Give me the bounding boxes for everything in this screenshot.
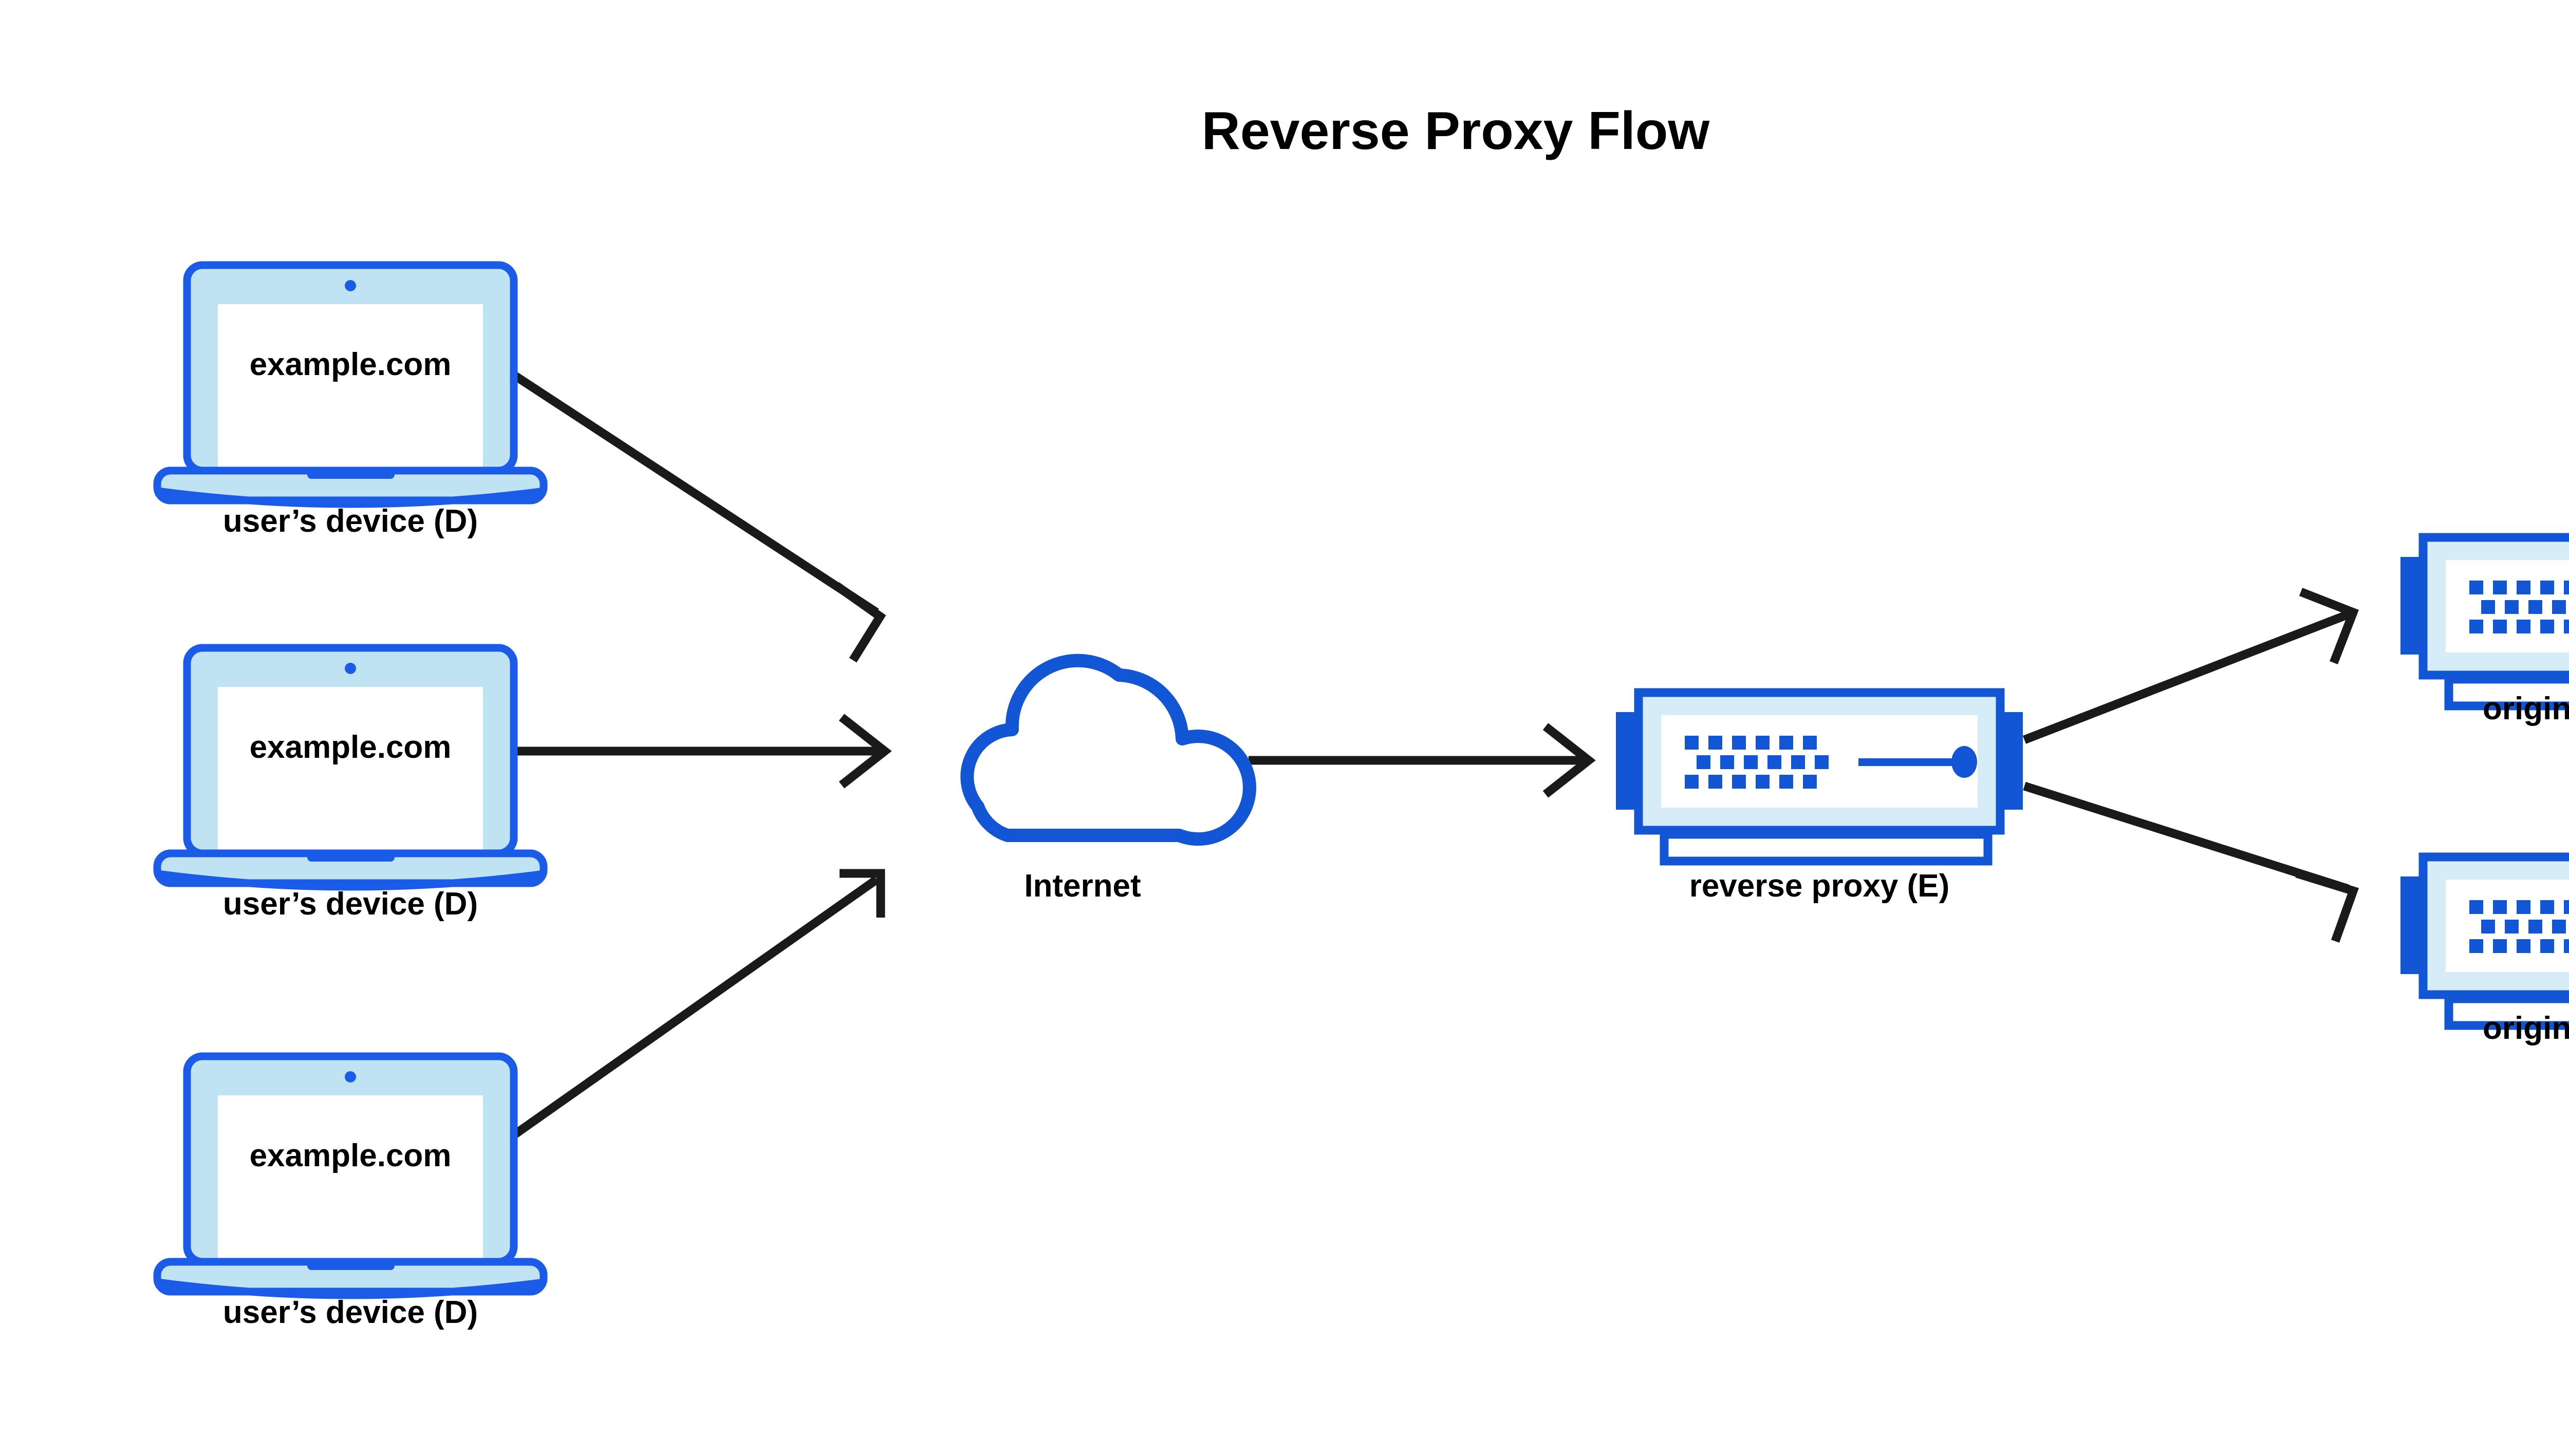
- laptop-screen-text: example.com: [250, 1138, 452, 1173]
- node-device-bottom[interactable]: example.com user’s device (D): [157, 1056, 544, 1330]
- connector-internet-to-reverse-proxy: [1249, 723, 1596, 798]
- connector-reverse-proxy-to-origin-bottom: [2023, 781, 2359, 943]
- server-icon: [2400, 857, 2569, 1025]
- node-label-device-bottom: user’s device (D): [223, 1295, 478, 1330]
- connector-device-middle-to-internet: [506, 714, 892, 789]
- server-icon: [2400, 537, 2569, 706]
- laptop-screen-text: example.com: [250, 347, 452, 382]
- node-label-device-middle: user’s device (D): [223, 886, 478, 922]
- node-internet[interactable]: Internet: [967, 661, 1250, 904]
- node-label-reverse-proxy: reverse proxy (E): [1689, 868, 1950, 904]
- laptop-icon: [157, 648, 544, 887]
- connector-reverse-proxy-to-origin-top: [2022, 588, 2359, 744]
- node-origin-top[interactable]: origin server (F): [2400, 537, 2569, 726]
- server-icon: [1616, 693, 2023, 861]
- page-title: Reverse Proxy Flow: [1202, 101, 1710, 161]
- node-label-internet: Internet: [1024, 868, 1141, 904]
- node-label-origin-top: origin server (F): [2483, 691, 2569, 726]
- laptop-icon: [157, 265, 544, 504]
- laptop-icon: [157, 1056, 544, 1295]
- node-label-device-top: user’s device (D): [223, 503, 478, 539]
- node-origin-bottom[interactable]: origin server (F): [2400, 857, 2569, 1046]
- connections-layer: [504, 366, 2359, 1144]
- node-device-middle[interactable]: example.com user’s device (D): [157, 648, 544, 922]
- node-reverse-proxy[interactable]: reverse proxy (E): [1616, 693, 2023, 904]
- cloud-icon: [967, 661, 1250, 839]
- laptop-screen-text: example.com: [250, 730, 452, 765]
- node-label-origin-bottom: origin server (F): [2483, 1011, 2569, 1046]
- node-device-top[interactable]: example.com user’s device (D): [157, 265, 544, 539]
- connector-device-top-to-internet: [504, 366, 886, 663]
- connector-device-bottom-to-internet: [504, 869, 885, 1144]
